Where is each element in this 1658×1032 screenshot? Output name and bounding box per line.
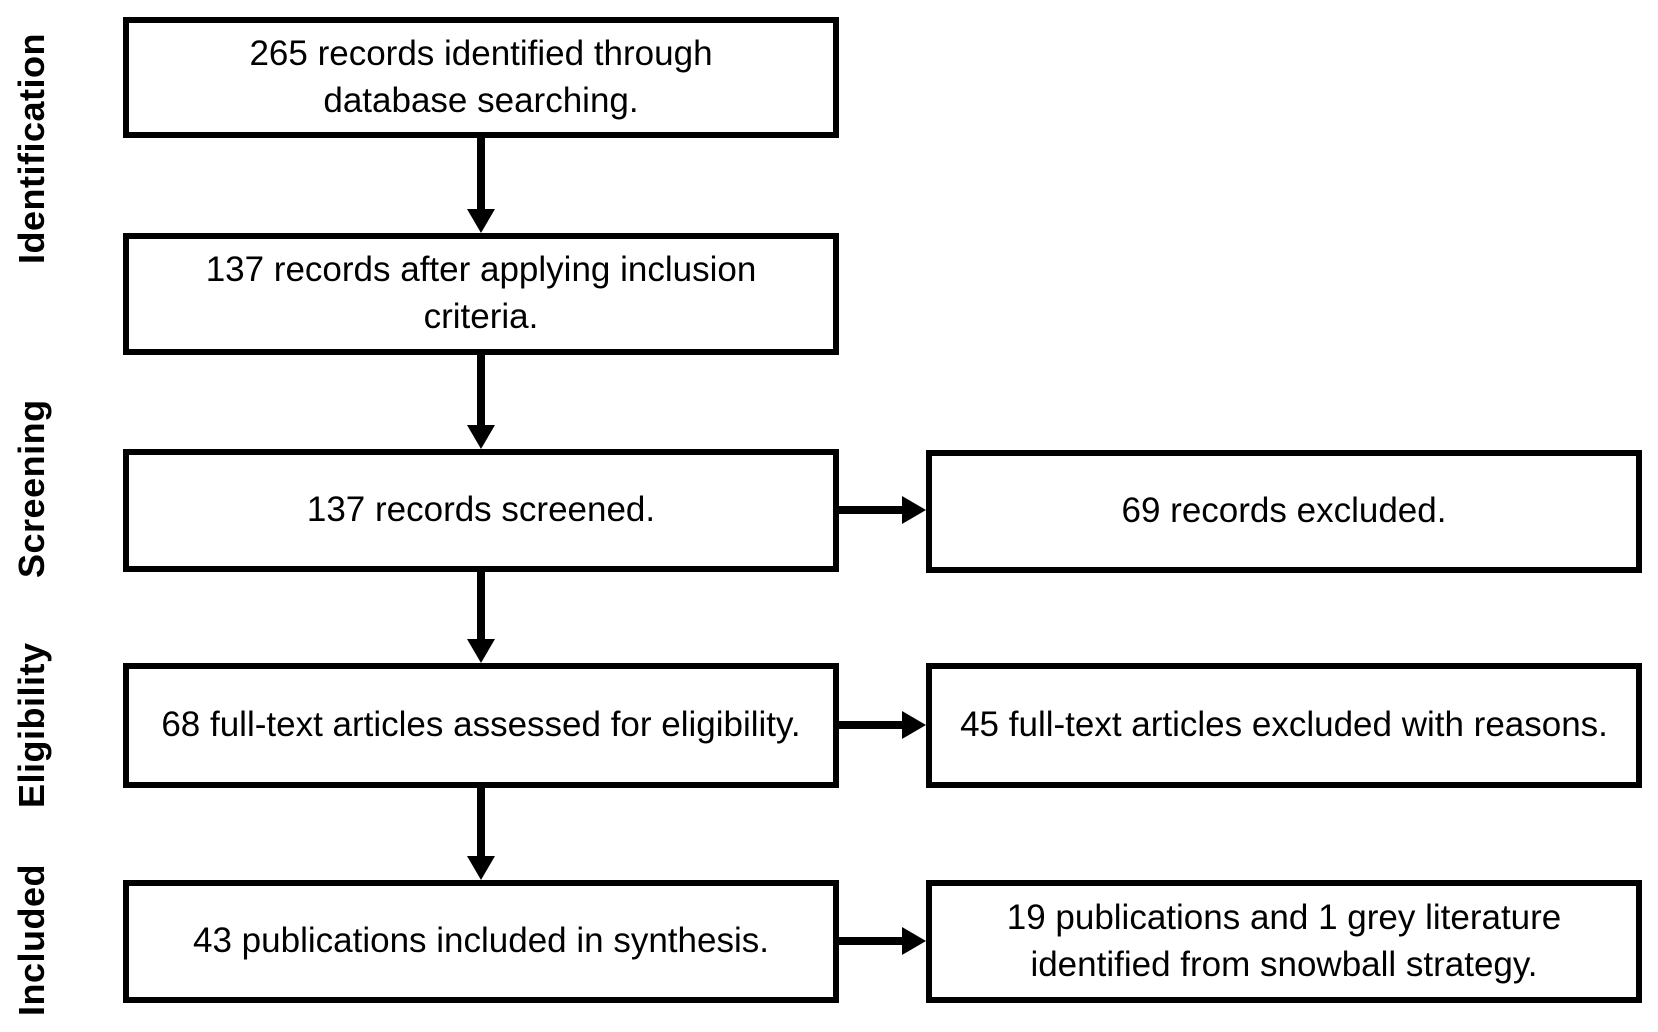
box-included-in-synthesis: 43 publications included in synthesis. <box>123 880 839 1003</box>
stage-label-screening: Screening <box>11 399 52 579</box>
box-records-after-inclusion: 137 records after applying inclusion cri… <box>123 233 839 355</box>
arrow-down-inclusion-to-screened-icon <box>467 353 495 449</box>
arrow-down-identified-to-inclusion-icon <box>467 136 495 233</box>
arrow-right-synthesis-to-snowball-icon <box>837 927 926 955</box>
stage-label-identification: Identification <box>11 33 52 264</box>
arrow-down-assessed-to-synthesis-icon <box>467 786 495 880</box>
arrow-down-screened-to-assessed-icon <box>467 570 495 663</box>
box-records-excluded: 69 records excluded. <box>926 450 1642 573</box>
stage-label-included: Included <box>11 863 52 1016</box>
stage-label-eligibility: Eligibility <box>11 642 52 808</box>
arrow-right-assessed-to-excluded-icon <box>837 711 926 739</box>
box-fulltext-assessed: 68 full-text articles assessed for eligi… <box>123 663 839 788</box>
box-records-identified: 265 records identified through database … <box>123 17 839 138</box>
box-records-screened: 137 records screened. <box>123 449 839 572</box>
box-snowball-identified: 19 publications and 1 grey literature id… <box>926 880 1642 1003</box>
box-fulltext-excluded: 45 full-text articles excluded with reas… <box>926 663 1642 788</box>
arrow-right-screened-to-excluded-icon <box>837 496 926 524</box>
